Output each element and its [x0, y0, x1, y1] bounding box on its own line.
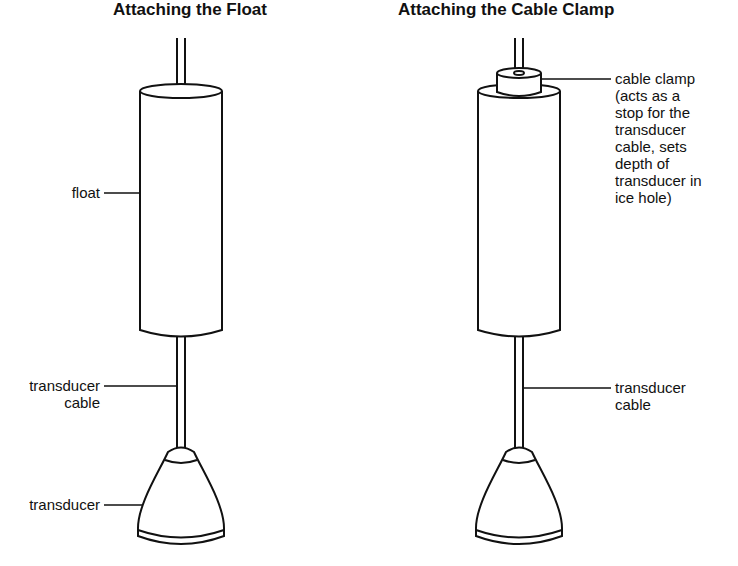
leader-lines [104, 79, 611, 505]
section-title: Attaching the Float [80, 0, 300, 20]
part-label: transducer cable [10, 377, 100, 411]
part-label: cable clamp (acts as a stop for the tran… [615, 70, 709, 206]
part-label: transducer cable [615, 379, 709, 413]
float-assembly [476, 84, 562, 544]
part-label: float [10, 184, 100, 201]
cable [522, 38, 524, 68]
cable [514, 38, 516, 68]
float-assembly [138, 84, 224, 544]
part-label: transducer [10, 496, 100, 513]
section-title: Attaching the Cable Clamp [398, 0, 728, 20]
cable-clamp [497, 68, 541, 96]
cable [176, 38, 178, 84]
cable [184, 38, 186, 84]
